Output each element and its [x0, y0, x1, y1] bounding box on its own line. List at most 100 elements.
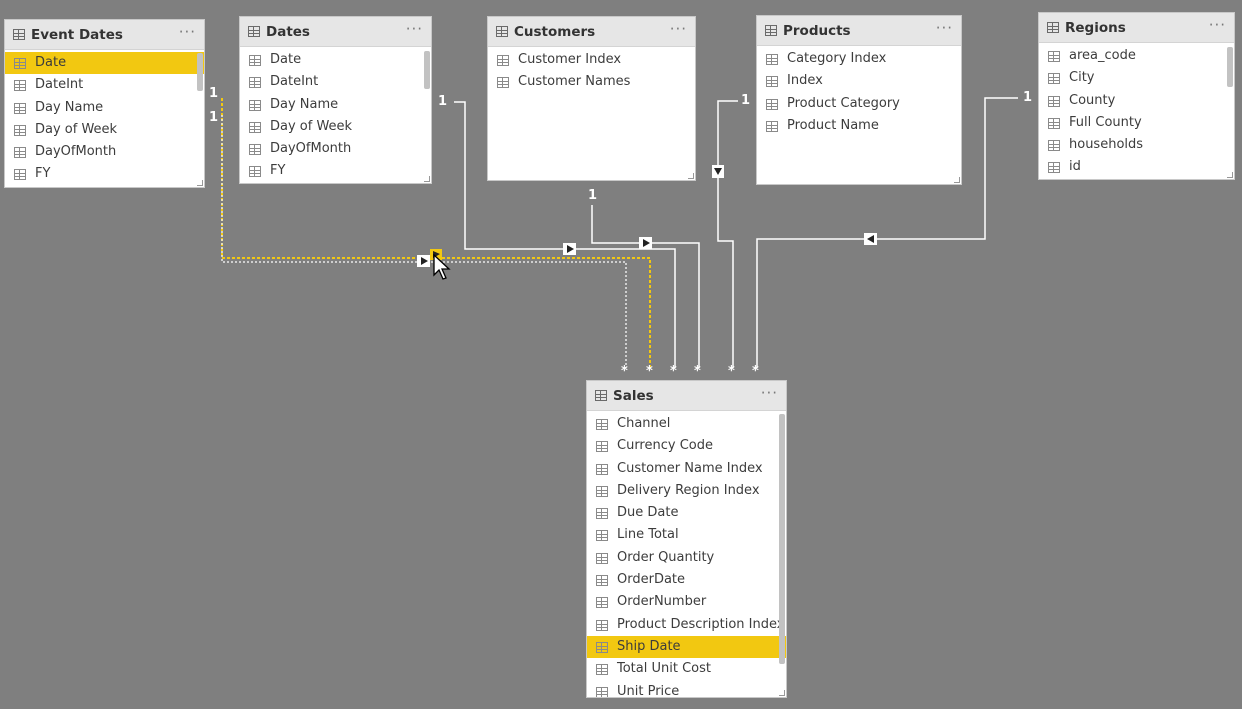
- resize-grip[interactable]: [1227, 172, 1233, 178]
- table-title: Products: [783, 23, 851, 39]
- field-name: DateInt: [270, 74, 319, 90]
- field-row[interactable]: Unit Price: [587, 681, 786, 697]
- table-title: Dates: [266, 24, 310, 40]
- more-options-icon[interactable]: ···: [405, 20, 423, 38]
- column-icon: [596, 664, 608, 676]
- field-row[interactable]: Day Name: [5, 97, 204, 119]
- cardinality-many-6: *: [752, 364, 759, 379]
- field-row[interactable]: Product Description Index: [587, 614, 786, 636]
- field-row[interactable]: Customer Index: [488, 49, 695, 71]
- resize-grip[interactable]: [424, 176, 430, 182]
- more-options-icon[interactable]: ···: [935, 19, 953, 37]
- field-row[interactable]: Day of Week: [240, 116, 431, 138]
- field-row[interactable]: area_code: [1039, 45, 1234, 67]
- field-name: Line Total: [617, 527, 679, 543]
- column-icon: [1048, 140, 1060, 152]
- field-name: Product Name: [787, 117, 879, 133]
- field-row[interactable]: County: [1039, 90, 1234, 112]
- resize-grip[interactable]: [954, 177, 960, 183]
- field-row[interactable]: DateInt: [240, 71, 431, 93]
- field-row[interactable]: Total Unit Cost: [587, 658, 786, 680]
- table-title: Sales: [613, 388, 654, 404]
- field-row[interactable]: Currency Code: [587, 435, 786, 457]
- field-row[interactable]: FY: [5, 163, 204, 185]
- table-icon: [248, 26, 260, 37]
- scrollbar[interactable]: [197, 53, 203, 91]
- field-row[interactable]: Product Category: [757, 93, 961, 115]
- field-row[interactable]: DayOfMonth: [5, 141, 204, 163]
- field-row[interactable]: Category Index: [757, 48, 961, 70]
- table-header[interactable]: Dates ···: [240, 17, 431, 47]
- field-row[interactable]: Order Quantity: [587, 547, 786, 569]
- field-row[interactable]: Customer Name Index: [587, 458, 786, 480]
- relationship-customers-sales[interactable]: [591, 205, 700, 368]
- relationship-regions-sales[interactable]: [756, 97, 1018, 368]
- field-name: County: [1069, 92, 1116, 108]
- column-icon: [14, 169, 26, 181]
- column-icon: [249, 55, 261, 66]
- resize-grip[interactable]: [197, 180, 203, 186]
- table-header[interactable]: Products ···: [757, 16, 961, 46]
- scrollbar[interactable]: [424, 51, 430, 89]
- field-row[interactable]: OrderNumber: [587, 591, 786, 613]
- field-row[interactable]: id: [1039, 156, 1234, 178]
- field-name: Product Category: [787, 95, 900, 111]
- relationship-products-sales[interactable]: [717, 100, 738, 368]
- relationship-dates-sales[interactable]: [454, 101, 676, 368]
- more-options-icon[interactable]: ···: [178, 23, 196, 41]
- field-row[interactable]: Product Name: [757, 115, 961, 137]
- field-row[interactable]: Date: [5, 52, 204, 75]
- column-icon: [596, 641, 608, 653]
- column-icon: [1048, 162, 1060, 174]
- column-icon: [1048, 117, 1060, 129]
- table-header[interactable]: Event Dates ···: [5, 20, 204, 50]
- field-row[interactable]: OrderDate: [587, 569, 786, 591]
- resize-grip[interactable]: [688, 173, 694, 179]
- relationship-eventdates-sales[interactable]: [221, 98, 651, 368]
- table-title: Regions: [1065, 20, 1126, 36]
- table-header[interactable]: Customers ···: [488, 17, 695, 47]
- cardinality-many-4: *: [694, 364, 701, 379]
- field-row[interactable]: DateInt: [5, 74, 204, 96]
- field-row[interactable]: Full County: [1039, 112, 1234, 134]
- field-name: Customer Names: [518, 74, 631, 90]
- field-row[interactable]: Line Total: [587, 524, 786, 546]
- field-row[interactable]: Channel: [587, 413, 786, 435]
- field-row[interactable]: Day of Week: [5, 119, 204, 141]
- more-options-icon[interactable]: ···: [669, 20, 687, 38]
- resize-grip[interactable]: [779, 690, 785, 696]
- cardinality-one-regions: 1: [1023, 90, 1033, 105]
- column-icon: [249, 121, 261, 133]
- direction-arrow-products: [712, 165, 724, 178]
- field-row[interactable]: households: [1039, 134, 1234, 156]
- more-options-icon[interactable]: ···: [760, 384, 778, 402]
- field-row[interactable]: Day Name: [240, 94, 431, 116]
- field-row[interactable]: Due Date: [587, 502, 786, 524]
- field-row[interactable]: FY: [240, 160, 431, 182]
- field-row[interactable]: Date: [240, 49, 431, 71]
- field-name: Day of Week: [270, 118, 353, 134]
- scrollbar[interactable]: [1227, 47, 1233, 87]
- table-header[interactable]: Regions ···: [1039, 13, 1234, 43]
- column-icon: [596, 619, 608, 631]
- field-row[interactable]: City: [1039, 67, 1234, 89]
- field-row[interactable]: DayOfMonth: [240, 138, 431, 160]
- scrollbar[interactable]: [779, 414, 785, 664]
- column-icon: [596, 530, 608, 542]
- more-options-icon[interactable]: ···: [1208, 16, 1226, 34]
- field-row[interactable]: Customer Names: [488, 71, 695, 93]
- field-name: Ship Date: [617, 638, 681, 654]
- table-header[interactable]: Sales ···: [587, 381, 786, 411]
- field-row[interactable]: Ship Date: [587, 635, 786, 659]
- field-row[interactable]: Index: [757, 70, 961, 92]
- field-row[interactable]: Delivery Region Index: [587, 480, 786, 502]
